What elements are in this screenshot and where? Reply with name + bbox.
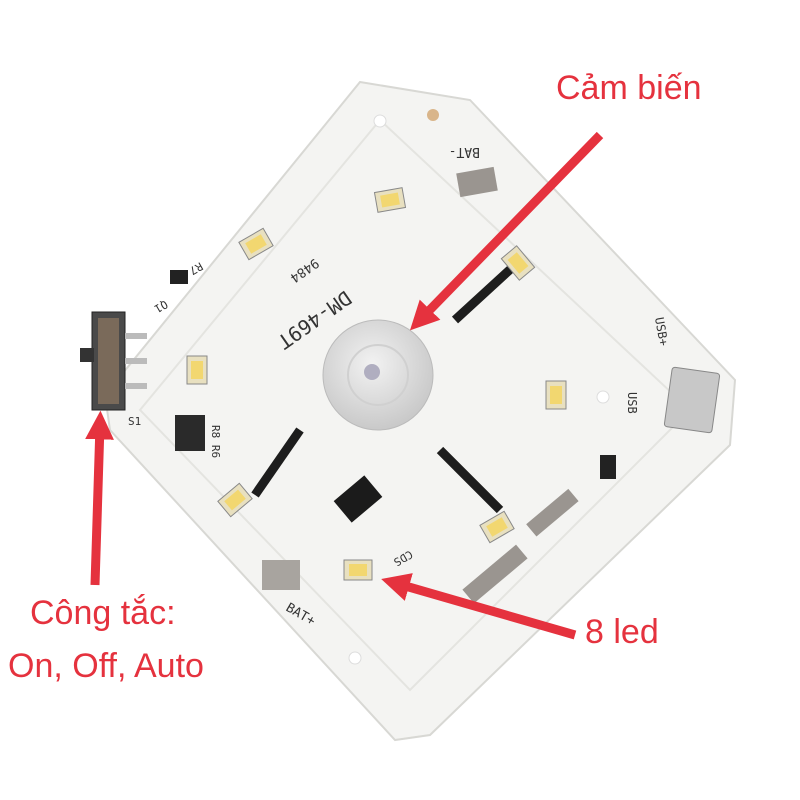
switch-label-line2: On, Off, Auto xyxy=(8,647,204,685)
arrow-to-led xyxy=(381,573,577,640)
copper-traces xyxy=(251,261,519,514)
ic-chip xyxy=(333,475,383,523)
sensor-label: Cảm biến xyxy=(556,69,702,107)
arrow-to-switch xyxy=(85,410,114,586)
resistor-pack xyxy=(175,415,205,451)
slide-switch xyxy=(80,311,147,411)
mount-hole xyxy=(427,109,439,121)
usb-port xyxy=(663,366,721,434)
mount-hole xyxy=(373,114,387,128)
battery-pad xyxy=(456,166,498,198)
led-label: 8 led xyxy=(585,613,659,651)
board-outline-trace xyxy=(138,118,692,692)
solder-pad xyxy=(462,544,528,604)
mount-hole xyxy=(596,390,610,404)
mount-hole xyxy=(348,651,362,665)
switch-label-line1: Công tắc: xyxy=(30,594,176,632)
arrow-to-sensor xyxy=(409,131,604,331)
battery-pad xyxy=(262,560,300,590)
silk-bat-minus: BAT- xyxy=(449,144,480,159)
led-group xyxy=(186,187,567,581)
silk-r7: R7 xyxy=(187,259,205,277)
regulator xyxy=(600,455,616,479)
pir-lens-center xyxy=(364,364,380,380)
silk-usb: USB xyxy=(625,392,639,414)
pir-lens-ring xyxy=(347,344,409,406)
silk-q1: Q1 xyxy=(152,297,170,315)
solder-pad xyxy=(526,488,579,537)
transistor xyxy=(170,270,188,284)
silk-r8r6: R8 R6 xyxy=(209,425,222,458)
silk-s1: S1 xyxy=(128,415,141,428)
silk-usb-plus: USB+ xyxy=(652,316,671,347)
